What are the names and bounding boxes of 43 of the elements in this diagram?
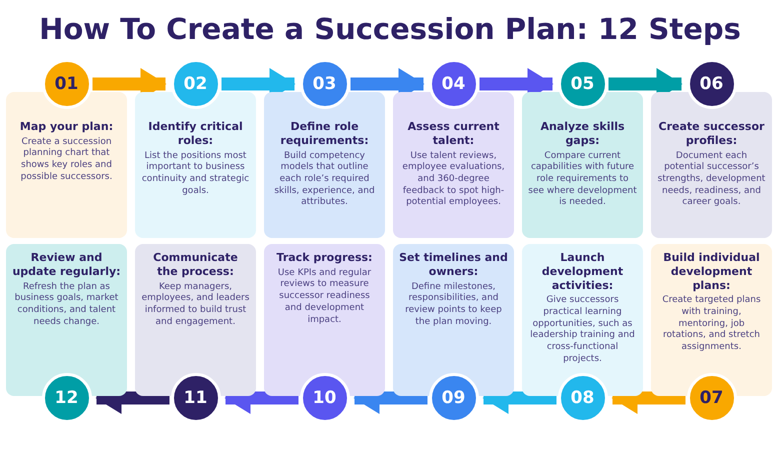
step-number-circle: 05 [558,59,608,109]
step-number-circle: 11 [170,373,220,423]
step-description: Define milestones, responsibilities, and review points to keep the plan moving. [404,282,503,328]
step-description: Document each potential successor’s strengths, development needs, readiness, and career goals. [657,150,766,209]
step-description: List the positions most important to business continuity and strategic goals. [141,150,250,198]
step-number-circle: 02 [170,59,220,109]
step-description: Create a succession planning chart that shows key roles and possible successors. [20,136,114,184]
step-heading: Communicate the process: [152,251,239,278]
step-number-circle: 10 [300,373,350,423]
step-description: Give successors practical learning opportunities, such as leadership training and cross-functional projects. [529,295,636,366]
step-card [522,92,643,238]
step-heading: Map your plan: [18,120,114,134]
step-number-circle: 04 [428,59,478,109]
step-heading: Set timelines and owners: [399,251,508,278]
step-heading: Identify critical roles: [147,120,244,148]
step-heading: Review and update regularly: [12,251,121,278]
step-card [264,92,385,238]
step-description: Use KPIs and regular reviews to measure successor readiness and development impact. [276,268,372,326]
step-heading: Define role requirements: [279,120,370,148]
step-number-circle: 06 [686,59,736,109]
step-number-circle: 09 [428,373,478,423]
step-number-circle: 12 [42,373,92,423]
step-heading: Assess current talent: [406,120,500,148]
step-description: Keep managers, employees, and leaders informed to build trust and engagement. [141,282,250,328]
step-number-circle: 08 [558,373,608,423]
step-description: Create targeted plans with training, mentoring, job rotations, and stretch assignments. [661,295,762,354]
step-card [651,92,772,238]
title: How To Create a Succession Plan: 12 Steps [38,12,742,46]
step-description: Use talent reviews, employee evaluations, and 360-degree feedback to spot high-potential employees. [401,150,506,209]
step-description: Compare current capabilities with future role requirements to see where development is needed. [528,150,637,209]
step-heading: Launch development activities: [540,251,624,292]
step-heading: Track progress: [276,251,374,265]
step-card [393,92,514,238]
step-card [135,92,256,238]
step-heading: Create successor profiles: [658,120,766,148]
step-card [6,92,127,238]
step-number-circle: 03 [300,59,350,109]
step-heading: Analyze skills gaps: [539,120,626,148]
step-description: Refresh the plan as business goals, market conditions, and talent needs change. [14,282,120,328]
step-number-circle: 01 [42,59,92,109]
step-number-circle: 07 [686,373,736,423]
step-heading: Build individual development plans: [662,251,761,292]
step-description: Build competency models that outline each role’s required skills, experience, and attributes. [273,150,376,209]
